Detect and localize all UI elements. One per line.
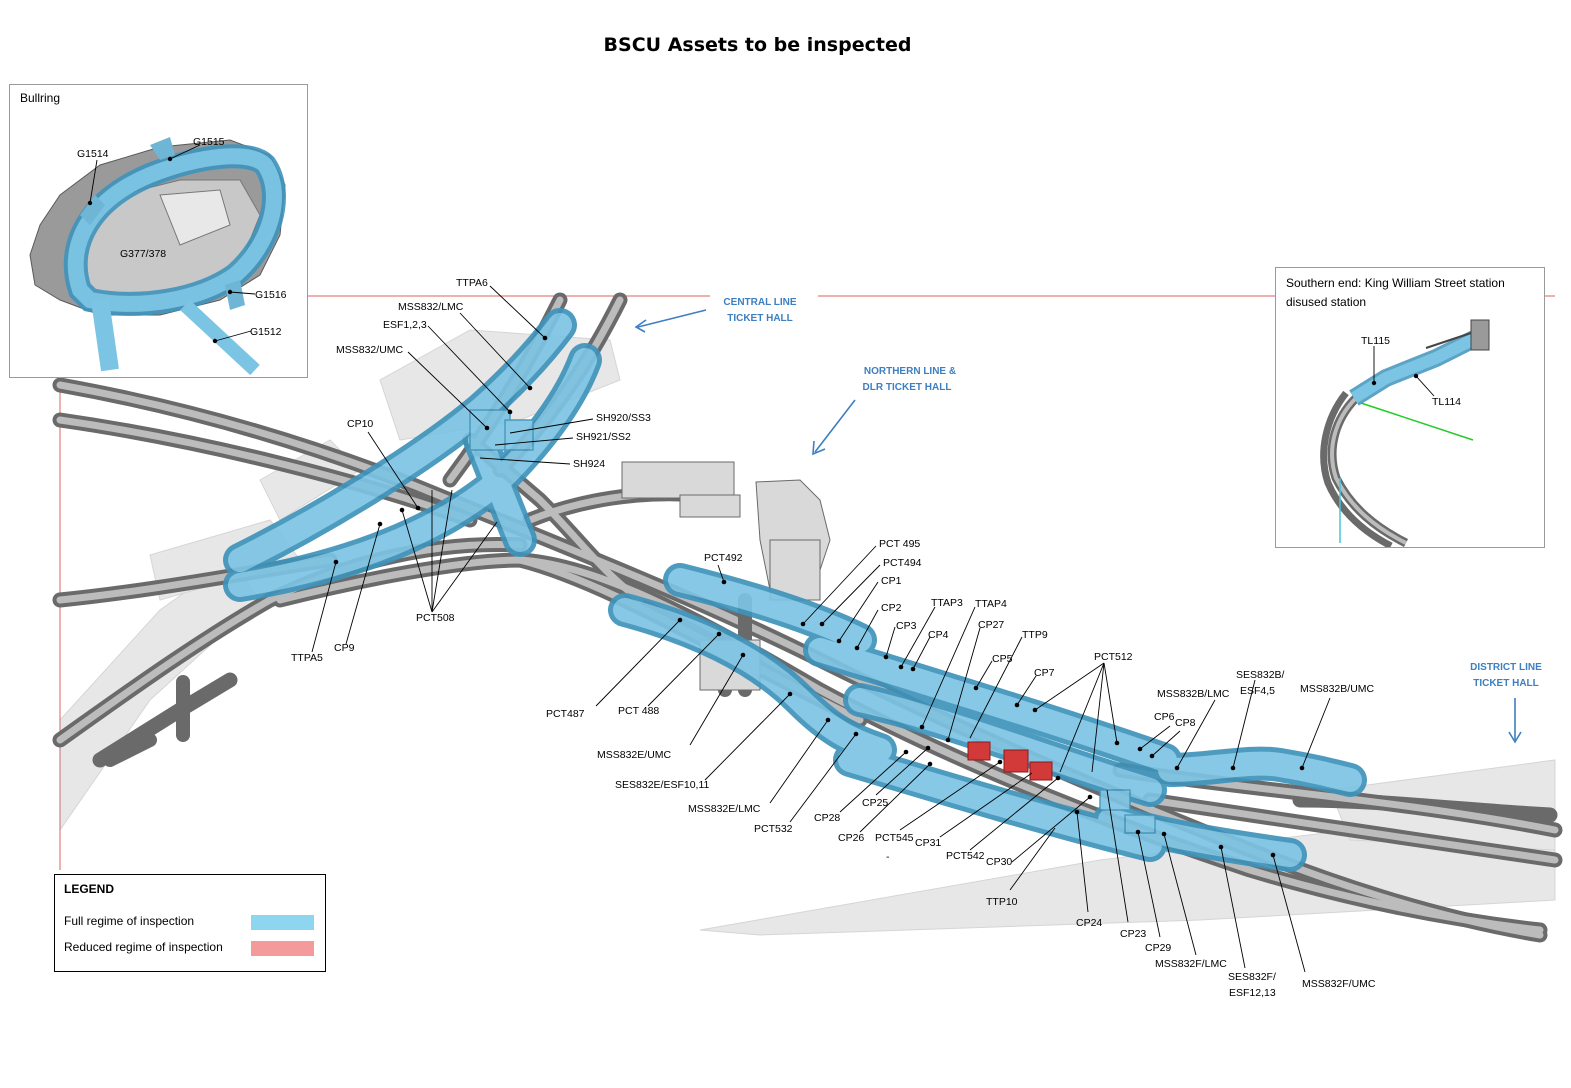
northern-hall-line2: DLR TICKET HALL [863, 382, 952, 393]
label-cp9: CP9 [334, 642, 355, 654]
label-mss832f-lmc: MSS832F/LMC [1155, 958, 1227, 970]
label-g1515: G1515 [193, 136, 225, 148]
label-esf1213: ESF12,13 [1229, 987, 1276, 999]
asset-labels: TTPA6 MSS832/LMC ESF1,2,3 MSS832/UMC SH9… [291, 277, 1376, 999]
label-cp8: CP8 [1175, 717, 1196, 729]
label-cp7: CP7 [1034, 667, 1055, 679]
district-hall-line2: TICKET HALL [1473, 678, 1539, 689]
label-cp5: CP5 [992, 653, 1013, 665]
label-sh920: SH920/SS3 [596, 412, 651, 424]
southern-inset-title-line1: Southern end: King William Street statio… [1286, 276, 1505, 290]
label-ttpa5: TTPA5 [291, 652, 323, 664]
label-cp3: CP3 [896, 620, 917, 632]
label-ttp9: TTP9 [1022, 629, 1048, 641]
label-mss832b-lmc: MSS832B/LMC [1157, 688, 1230, 700]
legend-item-full-label: Full regime of inspection [64, 914, 195, 928]
legend-title: LEGEND [64, 882, 115, 896]
full-inspection-assets [223, 308, 1367, 872]
northern-hall-line1: NORTHERN LINE & [864, 366, 956, 377]
label-tl114: TL114 [1432, 396, 1461, 408]
label-cp6: CP6 [1154, 711, 1175, 723]
label-cp29: CP29 [1145, 942, 1171, 954]
label-g377-378: G377/378 [120, 248, 166, 260]
label-ttpa6: TTPA6 [456, 277, 488, 289]
legend-swatch-full [251, 915, 314, 930]
label-g1516: G1516 [255, 289, 287, 301]
label-sh924: SH924 [573, 458, 605, 470]
label-sh921: SH921/SS2 [576, 431, 631, 443]
label-mss832-umc: MSS832/UMC [336, 344, 404, 356]
label-g1512: G1512 [250, 326, 282, 338]
asset-markers [333, 335, 1305, 858]
southern-drawing: TL115 TL114 [1320, 319, 1490, 547]
label-ttap3: TTAP3 [931, 597, 963, 609]
label-ses832f: SES832F/ [1228, 971, 1276, 983]
label-mss832f-umc: MSS832F/UMC [1302, 978, 1376, 990]
label-cp4: CP4 [928, 629, 949, 641]
reduced-inspection-assets [967, 741, 1053, 781]
label-esf123: ESF1,2,3 [383, 319, 427, 331]
label-cp25: CP25 [862, 797, 888, 809]
label-pct512: PCT512 [1094, 651, 1133, 663]
ticket-hall-arrows [634, 309, 1522, 744]
label-pct532: PCT532 [754, 823, 793, 835]
label-dash: - [886, 851, 890, 863]
label-mss832-lmc: MSS832/LMC [398, 301, 464, 313]
label-cp26: CP26 [838, 832, 864, 844]
bullring-inset: Bullring G1514 G1515 G377/378 G1516 G151… [9, 84, 308, 378]
label-pct542: PCT542 [946, 850, 985, 862]
label-tl115: TL115 [1361, 335, 1390, 347]
label-ttp10: TTP10 [986, 896, 1018, 908]
label-mss832b-umc: MSS832B/UMC [1300, 683, 1375, 695]
district-hall-line1: DISTRICT LINE [1470, 662, 1542, 673]
label-cp23: CP23 [1120, 928, 1146, 940]
central-hall-line2: TICKET HALL [727, 313, 793, 324]
legend-swatch-reduced [251, 941, 314, 956]
label-pct488: PCT 488 [618, 705, 659, 717]
southern-end-inset: Southern end: King William Street statio… [1275, 267, 1545, 548]
bullring-inset-title: Bullring [20, 91, 61, 105]
site-boundary [59, 295, 1555, 870]
label-pct495: PCT 495 [879, 538, 920, 550]
central-hall-line1: CENTRAL LINE [723, 297, 796, 308]
bullring-drawing: G1514 G1515 G377/378 G1516 G1512 [29, 136, 287, 376]
label-esf45: ESF4,5 [1240, 685, 1275, 697]
legend: LEGEND Full regime of inspection Reduced… [54, 874, 326, 972]
label-cp31: CP31 [915, 837, 941, 849]
label-cp27: CP27 [978, 619, 1004, 631]
label-cp10: CP10 [347, 418, 373, 430]
label-ses832b: SES832B/ [1236, 669, 1285, 681]
label-cp24: CP24 [1076, 917, 1102, 929]
label-pct494: PCT494 [883, 557, 922, 569]
label-pct487: PCT487 [546, 708, 585, 720]
label-pct492: PCT492 [704, 552, 743, 564]
legend-item-reduced-label: Reduced regime of inspection [64, 940, 223, 954]
label-pct508: PCT508 [416, 612, 455, 624]
label-cp1: CP1 [881, 575, 902, 587]
label-cp2: CP2 [881, 602, 902, 614]
label-cp28: CP28 [814, 812, 840, 824]
label-mss832e-lmc: MSS832E/LMC [688, 803, 761, 815]
label-cp30: CP30 [986, 856, 1012, 868]
southern-inset-title-line2: disused station [1286, 295, 1367, 309]
label-ses832e: SES832E/ESF10,11 [615, 779, 710, 791]
label-mss832e-umc: MSS832E/UMC [597, 749, 672, 761]
diagram-title: BSCU Assets to be inspected [603, 34, 912, 56]
label-ttap4: TTAP4 [975, 598, 1007, 610]
label-g1514: G1514 [77, 148, 109, 160]
leader-lines [311, 285, 1331, 973]
label-pct545: PCT545 [875, 832, 914, 844]
